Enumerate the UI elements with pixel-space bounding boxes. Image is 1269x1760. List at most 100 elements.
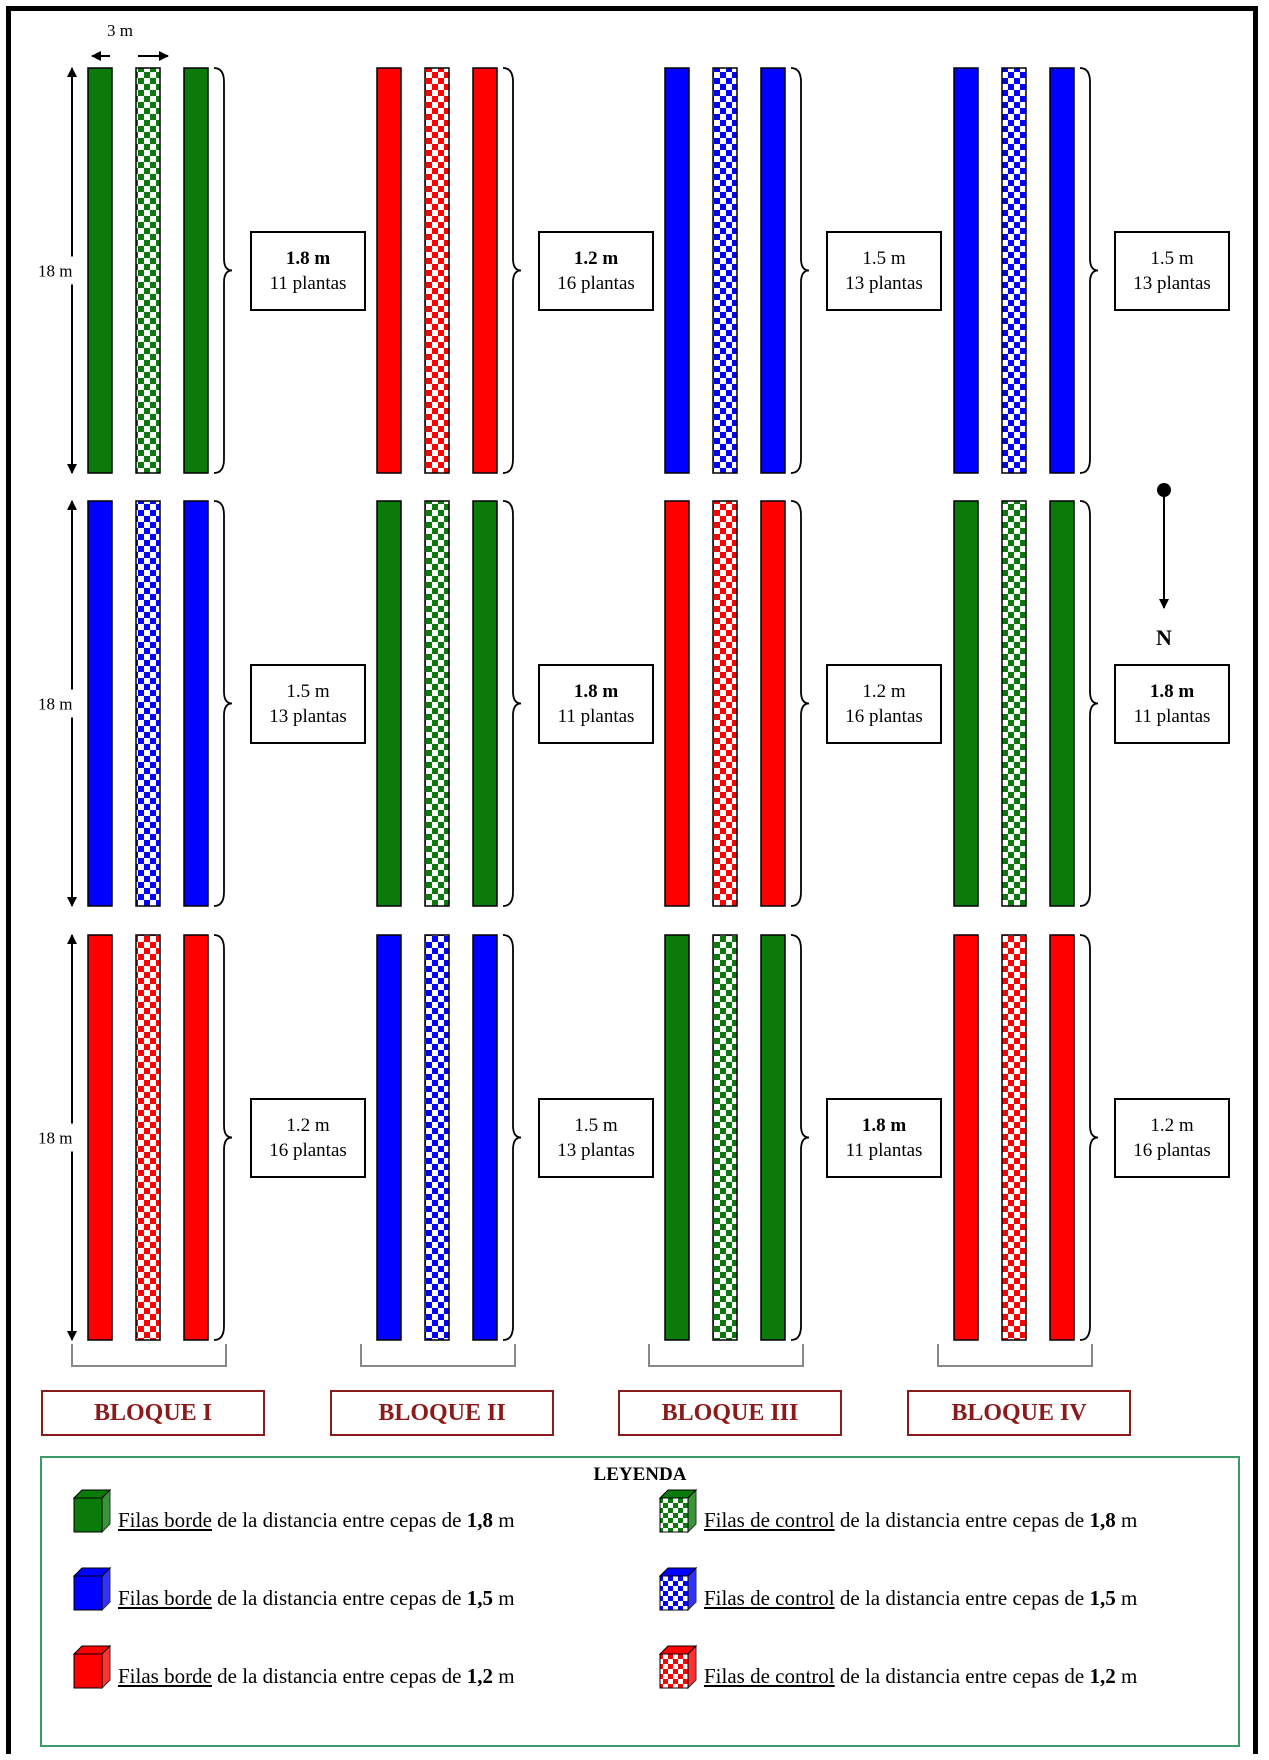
legend-unit: m <box>1115 1586 1138 1610</box>
border-row-strip <box>472 500 498 907</box>
plot-plant-count: 13 plantas <box>1133 272 1211 294</box>
border-row-strip <box>376 500 402 907</box>
field-layout: 3 m N 18 m18 m18 m <box>36 21 1172 1367</box>
legend-checker-icon <box>658 1566 698 1612</box>
plot-plant-count: 13 plantas <box>845 272 923 294</box>
plot-brace <box>502 934 522 1341</box>
control-row-strip <box>1001 934 1027 1341</box>
legend-distance-value: 1,5 <box>466 1586 493 1610</box>
plot-plant-count: 16 plantas <box>557 272 635 294</box>
legend-unit: m <box>1115 1508 1138 1532</box>
legend-unit: m <box>492 1508 515 1532</box>
plot-spacing-distance: 1.5 m <box>286 680 330 702</box>
legend-item-text: Filas borde de la distancia entre cepas … <box>118 1586 515 1611</box>
border-row-strip <box>87 500 113 907</box>
border-row-strip <box>183 500 209 907</box>
plot-spacing-distance: 1.5 m <box>862 247 906 269</box>
legend-distance-value: 1,2 <box>466 1664 493 1688</box>
plot-red <box>953 934 1099 1341</box>
legend-solid-icon <box>72 1566 112 1612</box>
plot-plant-count: 16 plantas <box>1133 1139 1211 1161</box>
plot-spacing-box: 1.5 m 13 plantas <box>538 1097 654 1178</box>
border-row-strip <box>1049 934 1075 1341</box>
control-row-strip <box>712 67 738 474</box>
legend-description: de la distancia entre cepas de <box>211 1664 467 1688</box>
legend-panel: LEYENDA Filas borde de la distancia entr… <box>40 1456 1240 1747</box>
border-row-strip <box>1049 67 1075 474</box>
border-row-strip <box>472 67 498 474</box>
control-row-strip <box>424 500 450 907</box>
control-row-strip <box>135 934 161 1341</box>
legend-description: de la distancia entre cepas de <box>834 1664 1090 1688</box>
plot-spacing-distance: 1.5 m <box>1150 247 1194 269</box>
length-label-bg <box>36 258 82 283</box>
width-scale-label: 3 m <box>107 21 133 40</box>
control-row-strip <box>1001 500 1027 907</box>
plot-brace <box>1079 934 1099 1341</box>
legend-description: de la distancia entre cepas de <box>211 1586 467 1610</box>
plot-brace <box>790 67 810 474</box>
plot-green <box>664 934 810 1341</box>
plot-blue <box>376 934 522 1341</box>
plot-plant-count: 11 plantas <box>557 705 635 727</box>
legend-row-type: Filas de control <box>704 1586 835 1610</box>
block-bracket <box>360 1344 516 1367</box>
legend-item-text: Filas de control de la distancia entre c… <box>704 1664 1137 1689</box>
border-row-strip <box>87 67 113 474</box>
plot-brace <box>1079 500 1099 907</box>
legend-item-text: Filas de control de la distancia entre c… <box>704 1508 1137 1533</box>
legend-unit: m <box>1115 1664 1138 1688</box>
border-row-strip <box>664 500 690 907</box>
border-row-strip <box>1049 500 1075 907</box>
block-bracket <box>648 1344 804 1367</box>
legend-item-text: Filas borde de la distancia entre cepas … <box>118 1664 515 1689</box>
plot-plant-count: 13 plantas <box>557 1139 635 1161</box>
block-bracket <box>937 1344 1093 1367</box>
control-row-strip <box>1001 67 1027 474</box>
legend-description: de la distancia entre cepas de <box>211 1508 467 1532</box>
plot-spacing-distance: 1.2 m <box>286 1114 330 1136</box>
border-row-strip <box>664 934 690 1341</box>
legend-solid-icon <box>72 1644 112 1690</box>
legend-item-text: Filas borde de la distancia entre cepas … <box>118 1508 515 1533</box>
control-row-strip <box>135 500 161 907</box>
plot-red <box>376 67 522 474</box>
diagram-frame <box>6 6 1258 1754</box>
compass-north-label: N <box>1156 625 1172 650</box>
legend-distance-value: 1,5 <box>1089 1586 1116 1610</box>
plot-brace <box>790 500 810 907</box>
plot-spacing-distance: 1.5 m <box>574 1114 618 1136</box>
plot-brace <box>790 934 810 1341</box>
block-label: BLOQUE I <box>41 1390 265 1436</box>
legend-description: de la distancia entre cepas de <box>834 1586 1090 1610</box>
plot-plant-count: 16 plantas <box>845 705 923 727</box>
legend-distance-value: 1,8 <box>1089 1508 1116 1532</box>
compass-dot <box>1157 483 1171 497</box>
length-label-bg <box>36 691 82 716</box>
legend-title: LEYENDA <box>593 1464 687 1485</box>
border-row-strip <box>376 67 402 474</box>
plot-green <box>953 500 1099 907</box>
plot-green <box>87 67 233 474</box>
block-label: BLOQUE II <box>330 1390 554 1436</box>
plot-plant-count: 11 plantas <box>1133 705 1211 727</box>
legend-distance-value: 1,2 <box>1089 1664 1116 1688</box>
legend-unit: m <box>492 1586 515 1610</box>
border-row-strip <box>87 934 113 1341</box>
block-label: BLOQUE III <box>618 1390 842 1436</box>
border-row-strip <box>760 500 786 907</box>
plot-spacing-box: 1.5 m 13 plantas <box>826 230 942 311</box>
plot-spacing-distance: 1.8 m <box>285 247 331 269</box>
length-scale-label: 18 m <box>38 695 72 714</box>
border-row-strip <box>376 934 402 1341</box>
legend-row-type: Filas de control <box>704 1508 835 1532</box>
plot-brace <box>502 500 522 907</box>
plot-plant-count: 11 plantas <box>845 1139 923 1161</box>
legend-checker-icon <box>658 1644 698 1690</box>
border-row-strip <box>664 67 690 474</box>
plot-plant-count: 11 plantas <box>269 272 347 294</box>
